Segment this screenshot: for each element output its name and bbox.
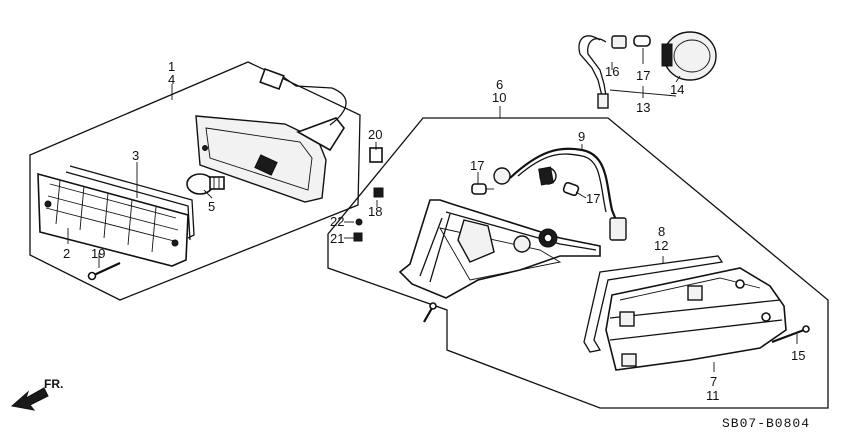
screw-19 <box>87 262 121 281</box>
side-marker-group <box>327 106 829 409</box>
socket-harness <box>493 147 627 241</box>
callout-5: 5 <box>208 199 215 214</box>
callout-15: 15 <box>791 348 805 363</box>
callout-17-left: 17 <box>470 158 484 173</box>
callout-17-right: 17 <box>586 191 600 206</box>
rear-lens <box>605 267 787 371</box>
marker-bulb-right <box>562 181 580 197</box>
rear-gasket <box>583 255 724 353</box>
callout-7: 7 <box>710 374 717 389</box>
side-marker-housing <box>398 199 601 299</box>
front-turn-signal-group <box>29 61 384 301</box>
marker-unit-topright <box>578 31 717 109</box>
callout-18: 18 <box>368 204 382 219</box>
callout-16: 16 <box>605 64 619 79</box>
callout-12: 12 <box>654 238 668 253</box>
group-outline-right <box>327 117 829 409</box>
callout-4: 4 <box>168 72 175 87</box>
callout-20: 20 <box>368 127 382 142</box>
clip-21 <box>353 232 363 242</box>
housing-screw <box>423 302 437 323</box>
clip-20 <box>369 147 383 163</box>
callout-17-top: 17 <box>636 68 650 83</box>
callout-21: 21 <box>330 231 344 246</box>
callout-3: 3 <box>132 148 139 163</box>
callout-11: 11 <box>706 388 720 403</box>
front-housing <box>195 67 347 203</box>
callout-13: 13 <box>636 100 650 115</box>
callout-9: 9 <box>578 129 585 144</box>
marker-bulb-left <box>471 183 494 195</box>
clip-18 <box>373 187 384 198</box>
front-gasket <box>65 165 195 241</box>
callout-labels: 1 4 3 2 19 5 20 18 22 21 6 10 9 17 17 16… <box>44 59 810 431</box>
leaders-right <box>477 106 798 372</box>
callout-19: 19 <box>91 246 105 261</box>
callout-6: 6 <box>496 77 503 92</box>
front-bulb <box>186 173 225 195</box>
callout-14: 14 <box>670 82 684 97</box>
diagram-code: SB07-B0804 <box>722 416 810 431</box>
nut-22 <box>355 218 363 226</box>
callout-1: 1 <box>168 59 175 74</box>
callout-10: 10 <box>492 90 506 105</box>
callout-2: 2 <box>63 246 70 261</box>
front-lens <box>37 172 189 267</box>
leaders-left <box>67 84 378 268</box>
front-direction-arrow-icon <box>10 387 49 411</box>
group-outline-left <box>29 61 361 301</box>
callout-8: 8 <box>658 224 665 239</box>
callout-22: 22 <box>330 214 344 229</box>
screw-15 <box>771 325 810 344</box>
direction-label: FR. <box>44 377 63 391</box>
